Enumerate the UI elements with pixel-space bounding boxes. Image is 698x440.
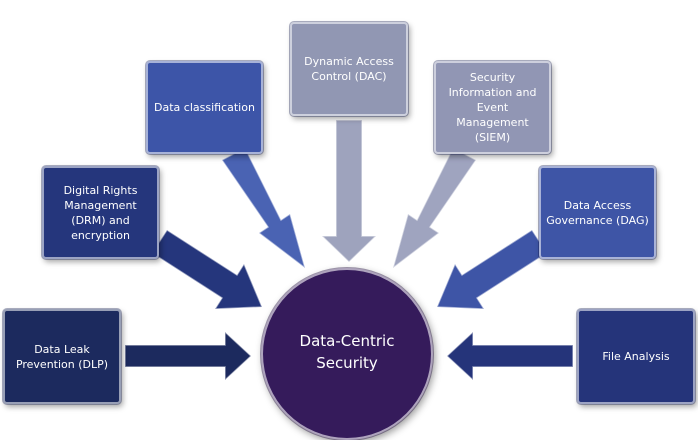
center-label-line: Data-Centric bbox=[299, 332, 395, 350]
node-label-line: Governance (DAG) bbox=[546, 213, 649, 227]
arrow-siem-to-center bbox=[391, 146, 478, 270]
node-label-line: (SIEM) bbox=[474, 131, 511, 144]
node-label-line: Data Access bbox=[563, 198, 632, 212]
node-label-line: encryption bbox=[71, 228, 130, 242]
node-label-line: Management bbox=[456, 116, 529, 129]
arrow-dc-to-center bbox=[220, 146, 307, 270]
arrow-drm-to-center bbox=[150, 228, 264, 310]
node-label-line: Prevention (DLP) bbox=[15, 357, 109, 371]
node-label-line: Data Leak bbox=[34, 342, 90, 356]
arrow-dac-to-center bbox=[320, 119, 378, 264]
node-label-line: Control (DAC) bbox=[311, 70, 387, 83]
node-label-line: File Analysis bbox=[602, 350, 670, 363]
arrow-fa-to-center bbox=[445, 330, 574, 382]
node-label-line: Security bbox=[469, 71, 516, 84]
node-label-line: Dynamic Access bbox=[304, 55, 394, 68]
arrow-dag-to-center bbox=[435, 228, 549, 310]
node-data-classification: Data classification bbox=[146, 61, 263, 154]
node-label-line: Management bbox=[64, 198, 137, 212]
node-label-line: Event bbox=[476, 101, 509, 114]
node-label-line: Information and bbox=[448, 86, 537, 99]
arrows-layer bbox=[124, 119, 574, 382]
node-label-line: (DRM) and bbox=[71, 213, 130, 227]
node-label-line: Digital Rights bbox=[63, 183, 138, 197]
node-label-line: Data classification bbox=[154, 101, 255, 114]
center-label-line: Security bbox=[316, 354, 378, 372]
arrow-dlp-to-center bbox=[124, 330, 253, 382]
node-file-analysis: File Analysis bbox=[577, 309, 695, 404]
